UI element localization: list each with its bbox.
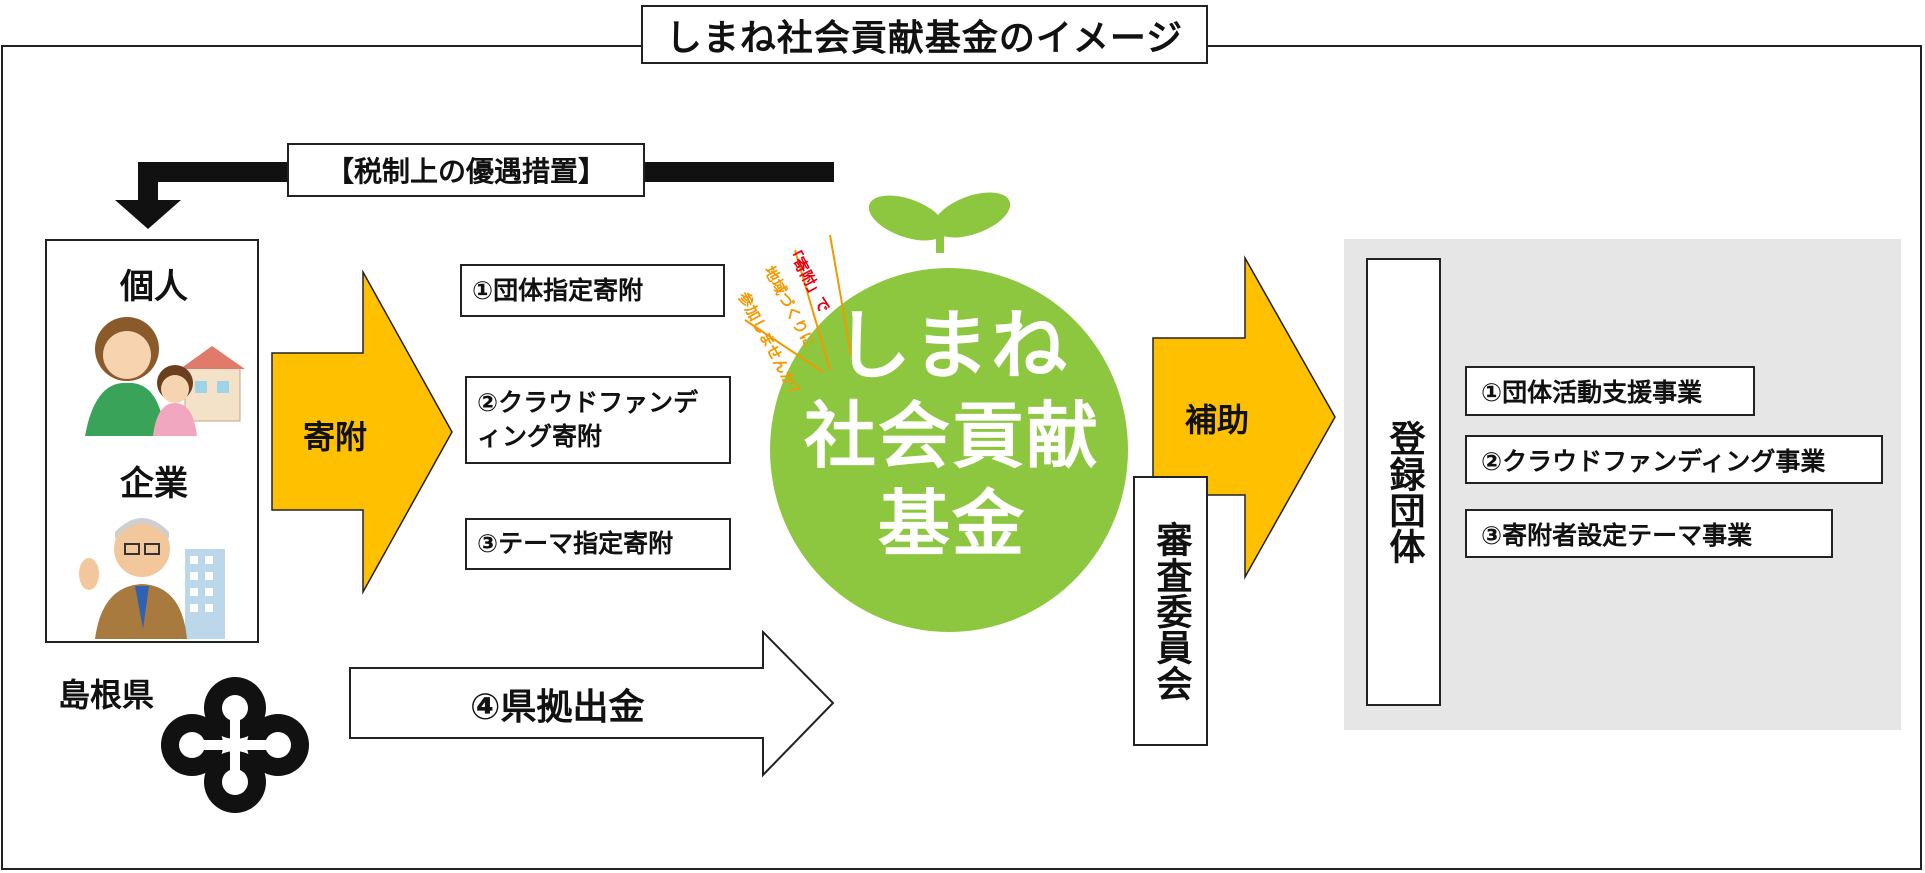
subsidy-arrow-label: 補助 <box>1185 401 1250 439</box>
prefecture-emblem-icon <box>161 677 309 813</box>
fund-name: しまね 社会貢献 基金 <box>772 300 1132 568</box>
business-item-2: ②クラウドファンディング事業 <box>1465 435 1883 484</box>
prefecture-contribution-label: ④県拠出金 <box>470 687 645 728</box>
business-item-3: ③寄附者設定テーマ事業 <box>1465 509 1833 558</box>
fund-name-line-1: しまね <box>835 301 1069 390</box>
review-committee: 審査委員会 <box>1133 476 1208 746</box>
fund-sphere-illustration <box>770 192 1128 632</box>
diagram-title: しまね社会貢献基金のイメージ <box>641 5 1208 64</box>
donation-arrow-label: 寄附 <box>303 418 368 456</box>
business-item-1: ①団体活動支援事業 <box>1465 366 1755 416</box>
prefecture-contribution-arrow <box>349 630 835 778</box>
individual-label: 個人 <box>120 267 188 307</box>
donation-arrow <box>271 270 453 595</box>
tax-benefit-label: 【税制上の優遇措置】 <box>287 143 645 197</box>
tax-arrow-stem <box>138 162 158 202</box>
left-leaf <box>868 195 946 241</box>
right-leaf <box>933 192 1011 238</box>
fund-name-line-3: 基金 <box>877 481 1026 566</box>
sub-copy-rays <box>744 234 852 373</box>
donation-type-3: ③テーマ指定寄附 <box>465 518 731 570</box>
donor-box: 個人 企業 <box>45 239 259 643</box>
family-illustration <box>85 317 245 436</box>
donation-type-1: ①団体指定寄附 <box>460 264 725 317</box>
donation-type-2: ②クラウドファンディング寄附 <box>465 376 731 464</box>
businessman-illustration <box>79 518 225 639</box>
company-label: 企業 <box>120 464 188 504</box>
tax-arrow-head <box>115 200 181 229</box>
fund-name-line-2: 社会貢献 <box>803 393 1100 478</box>
registered-groups-label: 登録団体 <box>1366 258 1441 706</box>
prefecture-label: 島根県 <box>58 676 155 714</box>
